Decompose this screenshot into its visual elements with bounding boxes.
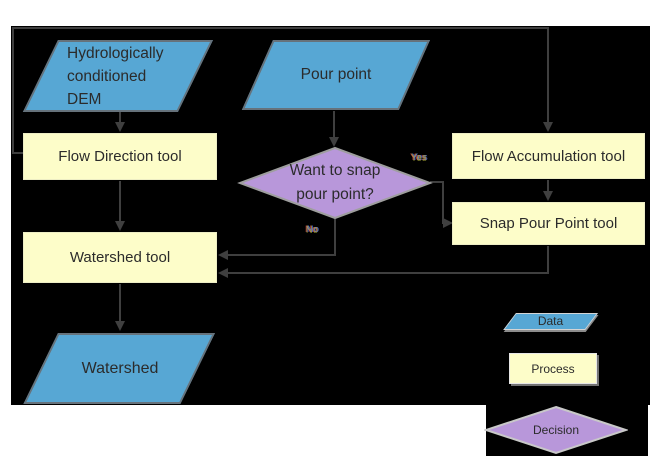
edge-decision-no-to-watershedtool: [218, 219, 336, 260]
node-watershed-tool: Watershed tool: [23, 232, 217, 283]
edge-label-yes: Yes: [411, 152, 428, 162]
node-decision-shape: [237, 146, 433, 220]
edge-flowdirection-to-flowaccumulation: [12, 27, 553, 154]
node-flow-direction: Flow Direction tool: [23, 133, 217, 180]
node-pour-point-shape: [241, 40, 430, 110]
node-snap-pour-point: Snap Pour Point tool: [452, 202, 645, 245]
node-flow-accumulation: Flow Accumulation tool: [452, 133, 645, 179]
edge-decision-yes-to-snappourpoint: [430, 181, 453, 228]
legend-data-shape: [503, 313, 598, 330]
legend-process-item: Process: [509, 353, 597, 384]
edge-snappourpoint-to-watershedtool: [218, 246, 549, 278]
legend-decision-shape: [484, 405, 628, 455]
edge-label-no: No: [306, 224, 319, 234]
